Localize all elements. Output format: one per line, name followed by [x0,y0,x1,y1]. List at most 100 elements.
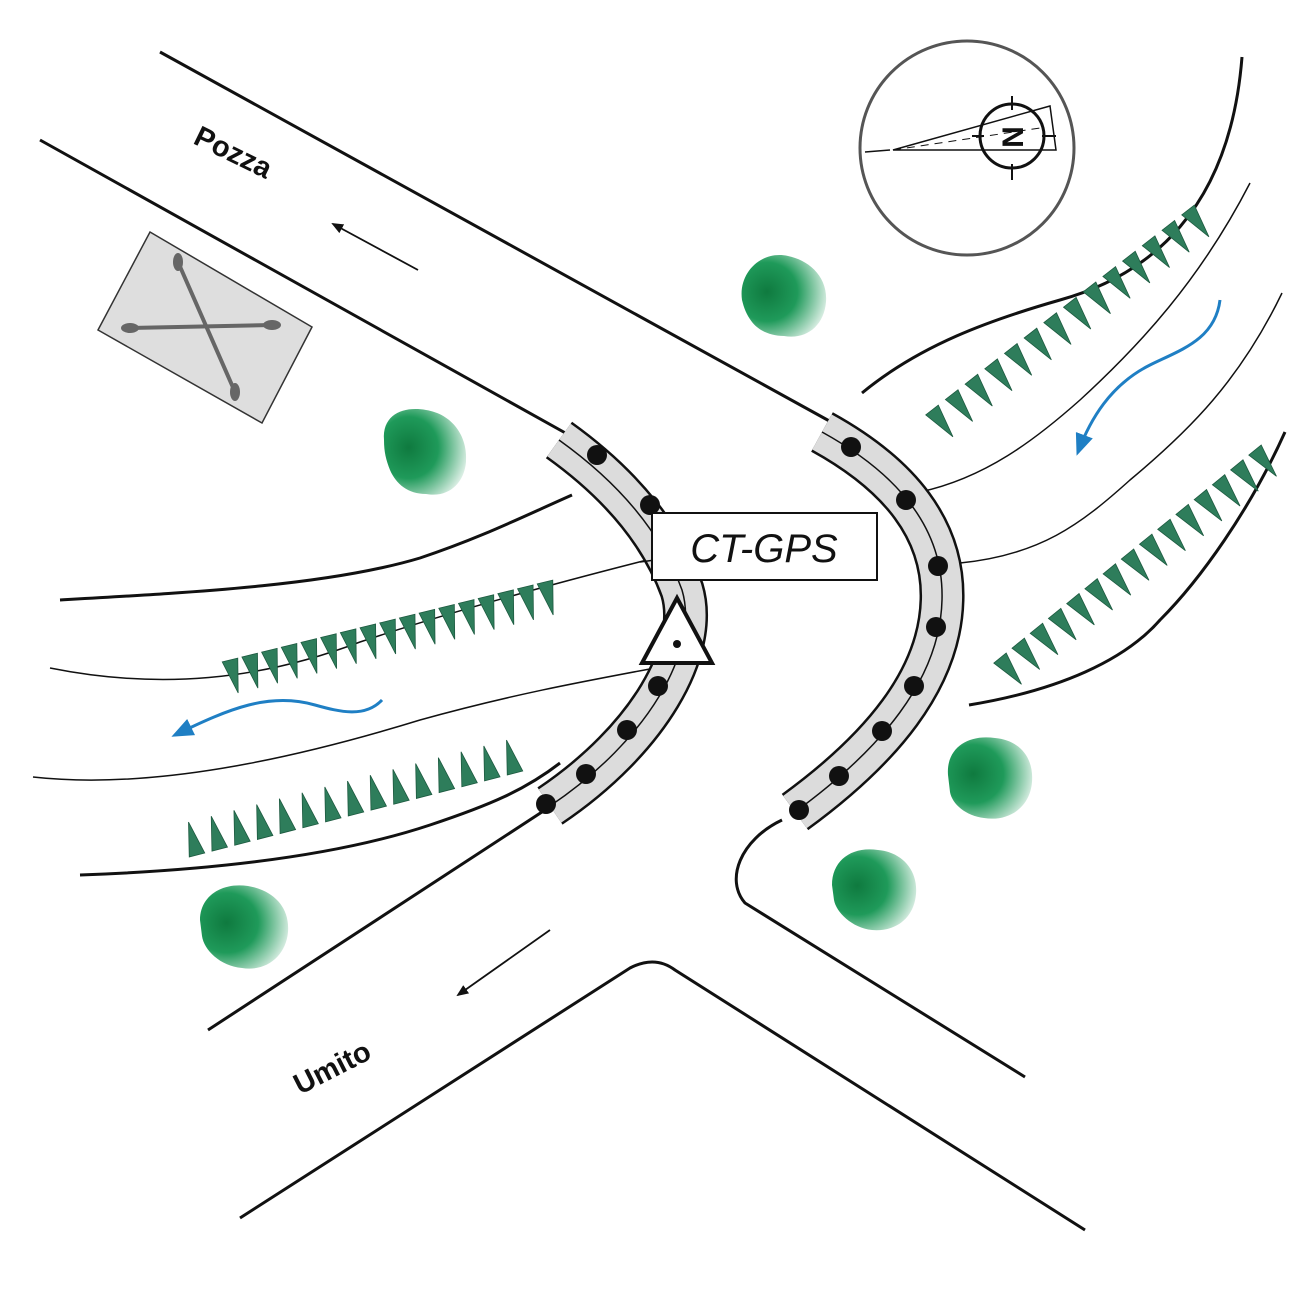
slope-hatch-mark [1121,250,1151,284]
slope-hatch-mark [516,584,534,621]
flow-arrow-icon [171,698,384,737]
slope-hatch-mark [324,786,342,823]
tree-icon [832,849,917,931]
slope-hatch-mark [1138,533,1168,566]
traffic-arrows [331,223,551,997]
slope-hatch-mark [925,404,954,438]
compass-letter: N [997,126,1030,148]
east-bank-1 [919,182,1251,493]
slope-hatch-mark [1229,459,1259,492]
slope-hatch-mark [1102,265,1131,299]
slope-hatch-mark [1066,592,1095,626]
slope-hatch-mark [1062,296,1092,330]
hatch-row [221,579,554,694]
slope-hatch-mark [1102,563,1132,596]
tree-icon [947,737,1033,819]
monitoring-point [536,794,556,814]
slope-hatch-mark [1084,578,1113,611]
slope-hatch-mark [1193,488,1223,522]
west-bank-2 [32,667,656,781]
tree-icon [383,409,467,495]
retaining-wall-west [536,421,708,825]
slope-hatch-mark [379,618,397,655]
slope-hatch-mark [369,775,388,811]
monitoring-point [841,437,861,457]
slope-hatch-mark [300,638,318,674]
pozza-road-north-edge [159,50,834,425]
slope-hatch-mark [457,599,475,635]
slope-hatch-mark [993,652,1022,685]
slope-hatch-mark [460,751,478,788]
gps-station: CT-GPS [638,512,878,665]
crossed-rods-icon [128,260,274,394]
vegetation [200,255,1033,969]
monitoring-point [587,445,607,465]
north-arrow-icon: N [858,39,1076,257]
slope-hatch-mark [415,763,433,799]
slope-hatch-mark [1011,637,1041,670]
west-bank-1 [49,557,656,681]
slope-hatch-mark [256,804,274,840]
wall-east-centerline [794,431,943,813]
slope-hatch-mark [1003,342,1033,376]
slope-hatch-mark [1211,474,1241,507]
wall-west-centerline [549,439,687,807]
east-upper-boundary [861,56,1244,395]
west-upper-boundary [59,493,573,602]
monitoring-point [829,766,849,786]
slope-hatch-mark [1047,607,1077,641]
slope-hatch-mark [1175,503,1204,537]
slope-hatch-mark [339,628,357,664]
slope-hatch-mark [1082,281,1111,315]
compass-needle [892,105,1057,151]
flow-arrow-icon [1075,299,1222,456]
slope-hatch-mark [1043,312,1072,345]
slope-hatch-mark [536,579,554,616]
stream-banks [32,182,1283,781]
monitoring-point [872,721,892,741]
slope-hatch-mark [418,608,436,645]
monitoring-point [789,800,809,820]
wall-west-points [536,445,668,814]
slope-hatch-mark [1141,235,1170,268]
west-lower-boundary [79,761,561,877]
slope-hatches [188,204,1277,858]
monitoring-point [617,720,637,740]
umito-direction-arrow [456,929,551,997]
slope-hatch-mark [320,633,338,669]
slope-hatch-mark [483,745,501,782]
slope-hatch-mark [1029,622,1059,655]
slope-hatch-mark [1120,548,1150,581]
hatch-row [188,739,524,858]
slope-hatch-mark [301,792,319,829]
monitoring-point [576,764,596,784]
slope-hatch-mark [347,780,365,817]
monitoring-point [640,495,660,515]
triangle-benchmark-icon [638,593,716,665]
stream-flows [171,299,1222,737]
retaining-wall-east [781,412,965,831]
hatch-row [925,204,1210,438]
slope-hatch-mark [241,652,259,689]
slope-hatch-mark [210,816,229,852]
slope-hatch-mark [964,373,993,407]
slope-hatch-mark [233,810,251,846]
east-road-edge [734,818,1026,1079]
slope-hatch-mark [261,647,278,684]
slope-hatch-mark [1181,204,1210,238]
pozza-direction-arrow [331,223,419,271]
slope-hatch-mark [984,358,1013,391]
station-label-box [651,512,878,581]
east-bank-2 [959,292,1283,564]
hatch-row [993,444,1277,685]
slope-hatch-mark [1157,518,1186,551]
wall-east-points [789,437,948,820]
slope-hatch-mark [188,821,206,858]
slope-hatch-mark [398,613,416,650]
slope-hatch-mark [437,757,456,794]
slope-hatch-mark [221,657,239,694]
monitoring-point [896,490,916,510]
east-lower-boundary [968,431,1287,707]
bridge-symbol [96,230,313,425]
